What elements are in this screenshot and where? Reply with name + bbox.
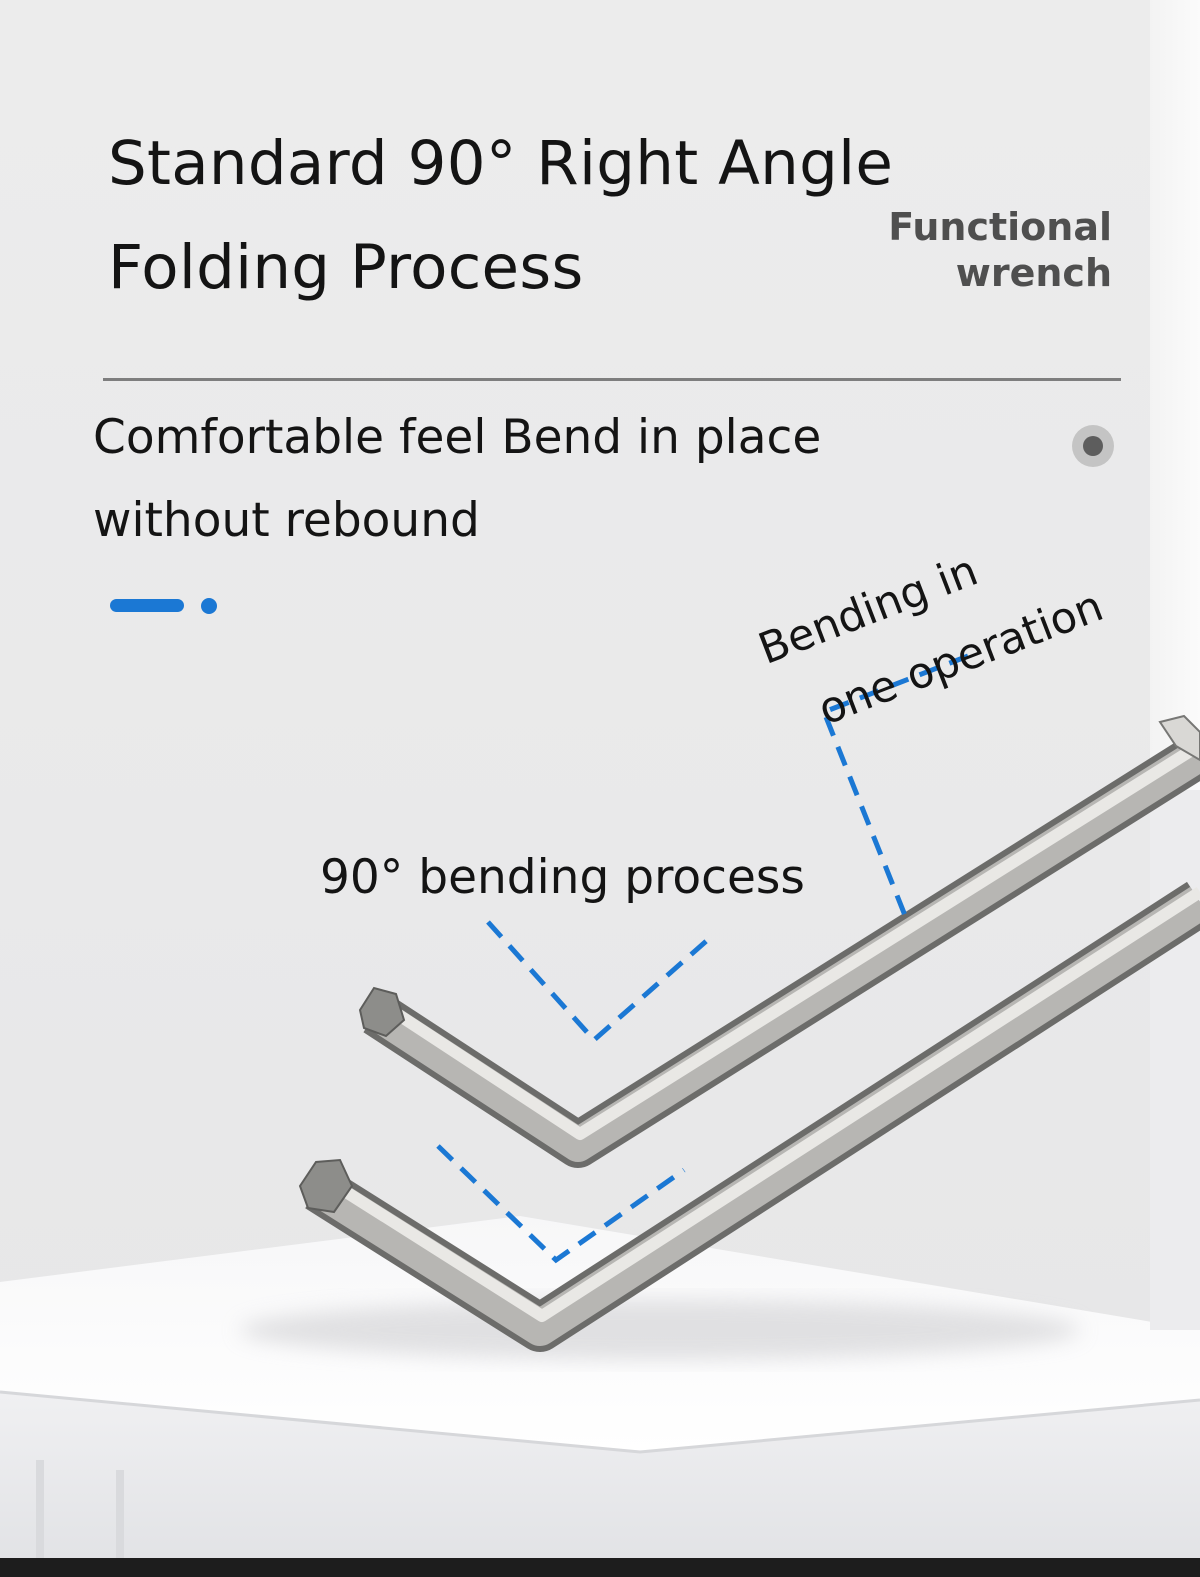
lower-bend-guide [436, 1144, 686, 1264]
product-tag: Functional wrench [888, 204, 1112, 296]
feature-line-2: without rebound [93, 493, 480, 548]
upper-bend-guide [486, 920, 714, 1044]
title-line-1: Standard 90° Right Angle [108, 128, 894, 199]
header-divider [103, 378, 1121, 381]
bottom-edge [0, 1558, 1200, 1577]
record-dot-icon [1072, 425, 1114, 467]
page-title: Standard 90° Right Angle Folding Process [108, 112, 893, 320]
tag-line-1: Functional [888, 205, 1112, 249]
operation-guide [820, 653, 969, 919]
accent-dash [110, 599, 184, 612]
feature-text: Comfortable feel Bend in place without r… [93, 396, 821, 562]
bend-guides [436, 653, 969, 1264]
lower-wrench [298, 881, 1200, 1352]
title-line-2: Folding Process [108, 232, 584, 303]
accent-dot [201, 598, 217, 614]
feature-line-1: Comfortable feel Bend in place [93, 410, 822, 465]
tag-line-2: wrench [955, 251, 1112, 295]
upper-wrench [358, 714, 1200, 1168]
bend-90-label: 90° bending process [320, 850, 805, 905]
